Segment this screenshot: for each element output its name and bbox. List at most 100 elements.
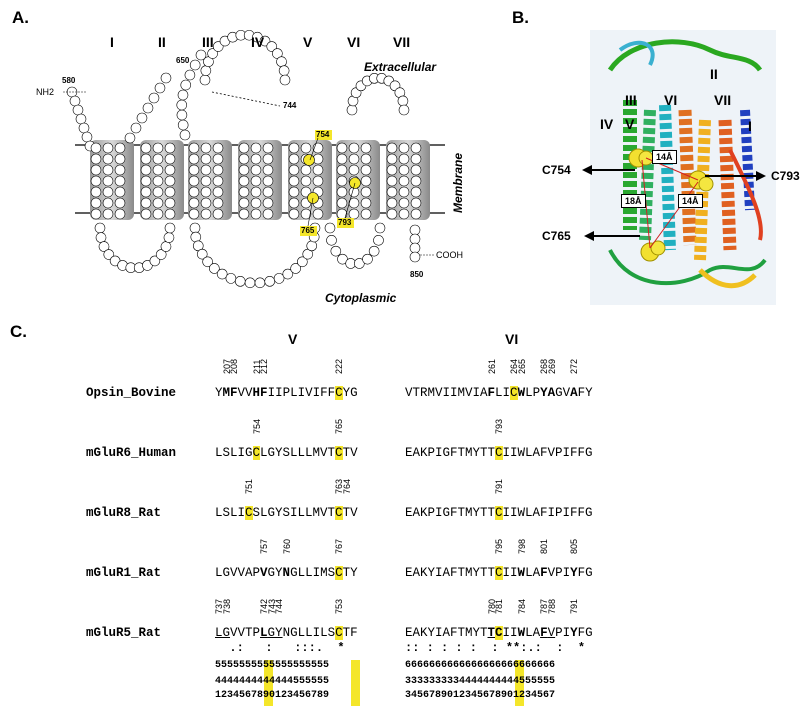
num-754: 754 — [316, 130, 330, 139]
struct-helix-6: VI — [664, 92, 678, 108]
residue-circle — [282, 268, 294, 280]
residue-circle — [250, 153, 262, 165]
residue-circle — [212, 153, 224, 165]
residue-circle — [238, 186, 250, 198]
residue-circle — [398, 142, 410, 154]
residue-circle — [212, 186, 224, 198]
num-850: 850 — [410, 270, 424, 279]
numrow-vi-1: 6666666666666666666666666 — [405, 660, 556, 671]
seq-v-mglur5: LGVVTPLGYNGLLILSCTF — [215, 626, 358, 640]
residue-circle — [312, 175, 324, 187]
position-number: 265 — [516, 358, 527, 374]
seq-v-mglur1: LGVVAPVGYNGLLIMSCTY — [215, 566, 358, 580]
residue-circle — [336, 175, 348, 187]
residue-circle — [312, 164, 324, 176]
residue-circle — [160, 72, 172, 84]
residue-circle — [238, 197, 250, 209]
residue-circle — [164, 197, 176, 209]
nh2-label: NH2 — [36, 87, 55, 97]
residue-circle — [114, 186, 126, 198]
residue-circle — [336, 142, 348, 154]
residue-circle — [200, 197, 212, 209]
residue-circle — [300, 208, 312, 220]
residue-circle — [262, 208, 274, 220]
residue-circle — [188, 153, 200, 165]
position-number: 791 — [569, 598, 579, 614]
position-number: 751 — [244, 478, 254, 494]
residue-circle — [234, 276, 246, 287]
residue-circle — [140, 164, 152, 176]
residue-circle — [207, 48, 218, 59]
residue-circle — [176, 109, 188, 121]
seq-name-mglur1: mGluR1_Rat — [86, 566, 162, 580]
residue-circle — [238, 142, 250, 154]
residue-circle — [199, 74, 211, 86]
num-793: 793 — [338, 218, 352, 227]
position-number: 764 — [341, 478, 352, 494]
conservation-v: .: : :::. * — [215, 641, 345, 655]
c765-label: C765 — [542, 229, 571, 243]
numrow-vi-2: 3333333334444444444555555 — [405, 676, 556, 687]
num-580: 580 — [62, 76, 76, 85]
numrow-vi-block: 6666666666666666666666666 33333333344444… — [405, 660, 615, 708]
numrow-v-block: 5555555555555555555 4444444444444555555 … — [215, 660, 360, 708]
residue-circle — [362, 253, 373, 265]
residue-circle — [152, 175, 164, 187]
residue-circle — [306, 240, 318, 252]
residue-circle — [140, 142, 152, 154]
residue-circle — [300, 175, 312, 187]
residue-circle — [278, 65, 290, 76]
residue-circle — [188, 142, 200, 154]
residue-circle — [136, 112, 148, 124]
residue-circle — [75, 113, 87, 125]
residue-circle — [262, 197, 274, 209]
numrow-v-1: 5555555555555555555 — [215, 660, 330, 671]
residue-circle — [262, 175, 274, 187]
residue-circle — [114, 175, 126, 187]
residue-circle — [154, 82, 166, 94]
struct-helix-7: VII — [714, 92, 732, 108]
align-helix-v: V — [288, 331, 298, 347]
position-number: 208 — [229, 358, 239, 374]
position-number: 805 — [569, 538, 579, 554]
residue-circle — [177, 89, 189, 101]
residue-circle — [238, 175, 250, 187]
residue-circle — [90, 153, 102, 165]
residue-circle — [397, 95, 409, 107]
position-number: 760 — [281, 538, 292, 554]
residue-circle — [409, 251, 421, 263]
residue-circle — [336, 197, 348, 209]
residue-circle — [114, 164, 126, 176]
residue-circle — [250, 164, 262, 176]
residue-circle — [179, 129, 191, 141]
residue-circle — [368, 245, 380, 257]
residue-circle — [212, 164, 224, 176]
struct-helix-3: III — [625, 92, 637, 108]
residue-circle — [262, 186, 274, 198]
position-number: 767 — [334, 538, 344, 554]
seq-name-mglur5: mGluR5_Rat — [86, 626, 162, 640]
align-helix-vi: VI — [505, 331, 519, 347]
struct-helix-4: IV — [600, 116, 614, 132]
struct-helix-1: I — [748, 118, 752, 134]
residue-circle — [114, 153, 126, 165]
helix-label-7: VII — [393, 34, 411, 50]
residue-circle — [409, 242, 421, 254]
residue-circle — [360, 186, 372, 198]
residue-circle — [78, 122, 90, 134]
residue-circle — [279, 74, 291, 86]
residue-circle — [250, 175, 262, 187]
residue-circle — [140, 197, 152, 209]
residue-circle — [290, 263, 301, 274]
residue-circle — [188, 197, 200, 209]
residue-circle — [398, 164, 410, 176]
c754-label: C754 — [542, 163, 571, 177]
struct-helix-2: II — [710, 66, 718, 82]
residue-circle — [398, 208, 410, 220]
seq-name-mglur8: mGluR8_Rat — [86, 506, 162, 520]
residue-circle — [114, 197, 126, 209]
cys-arrows — [582, 165, 766, 241]
residue-circle — [346, 104, 358, 116]
residue-circle — [177, 119, 189, 131]
position-number: 784 — [516, 598, 527, 614]
